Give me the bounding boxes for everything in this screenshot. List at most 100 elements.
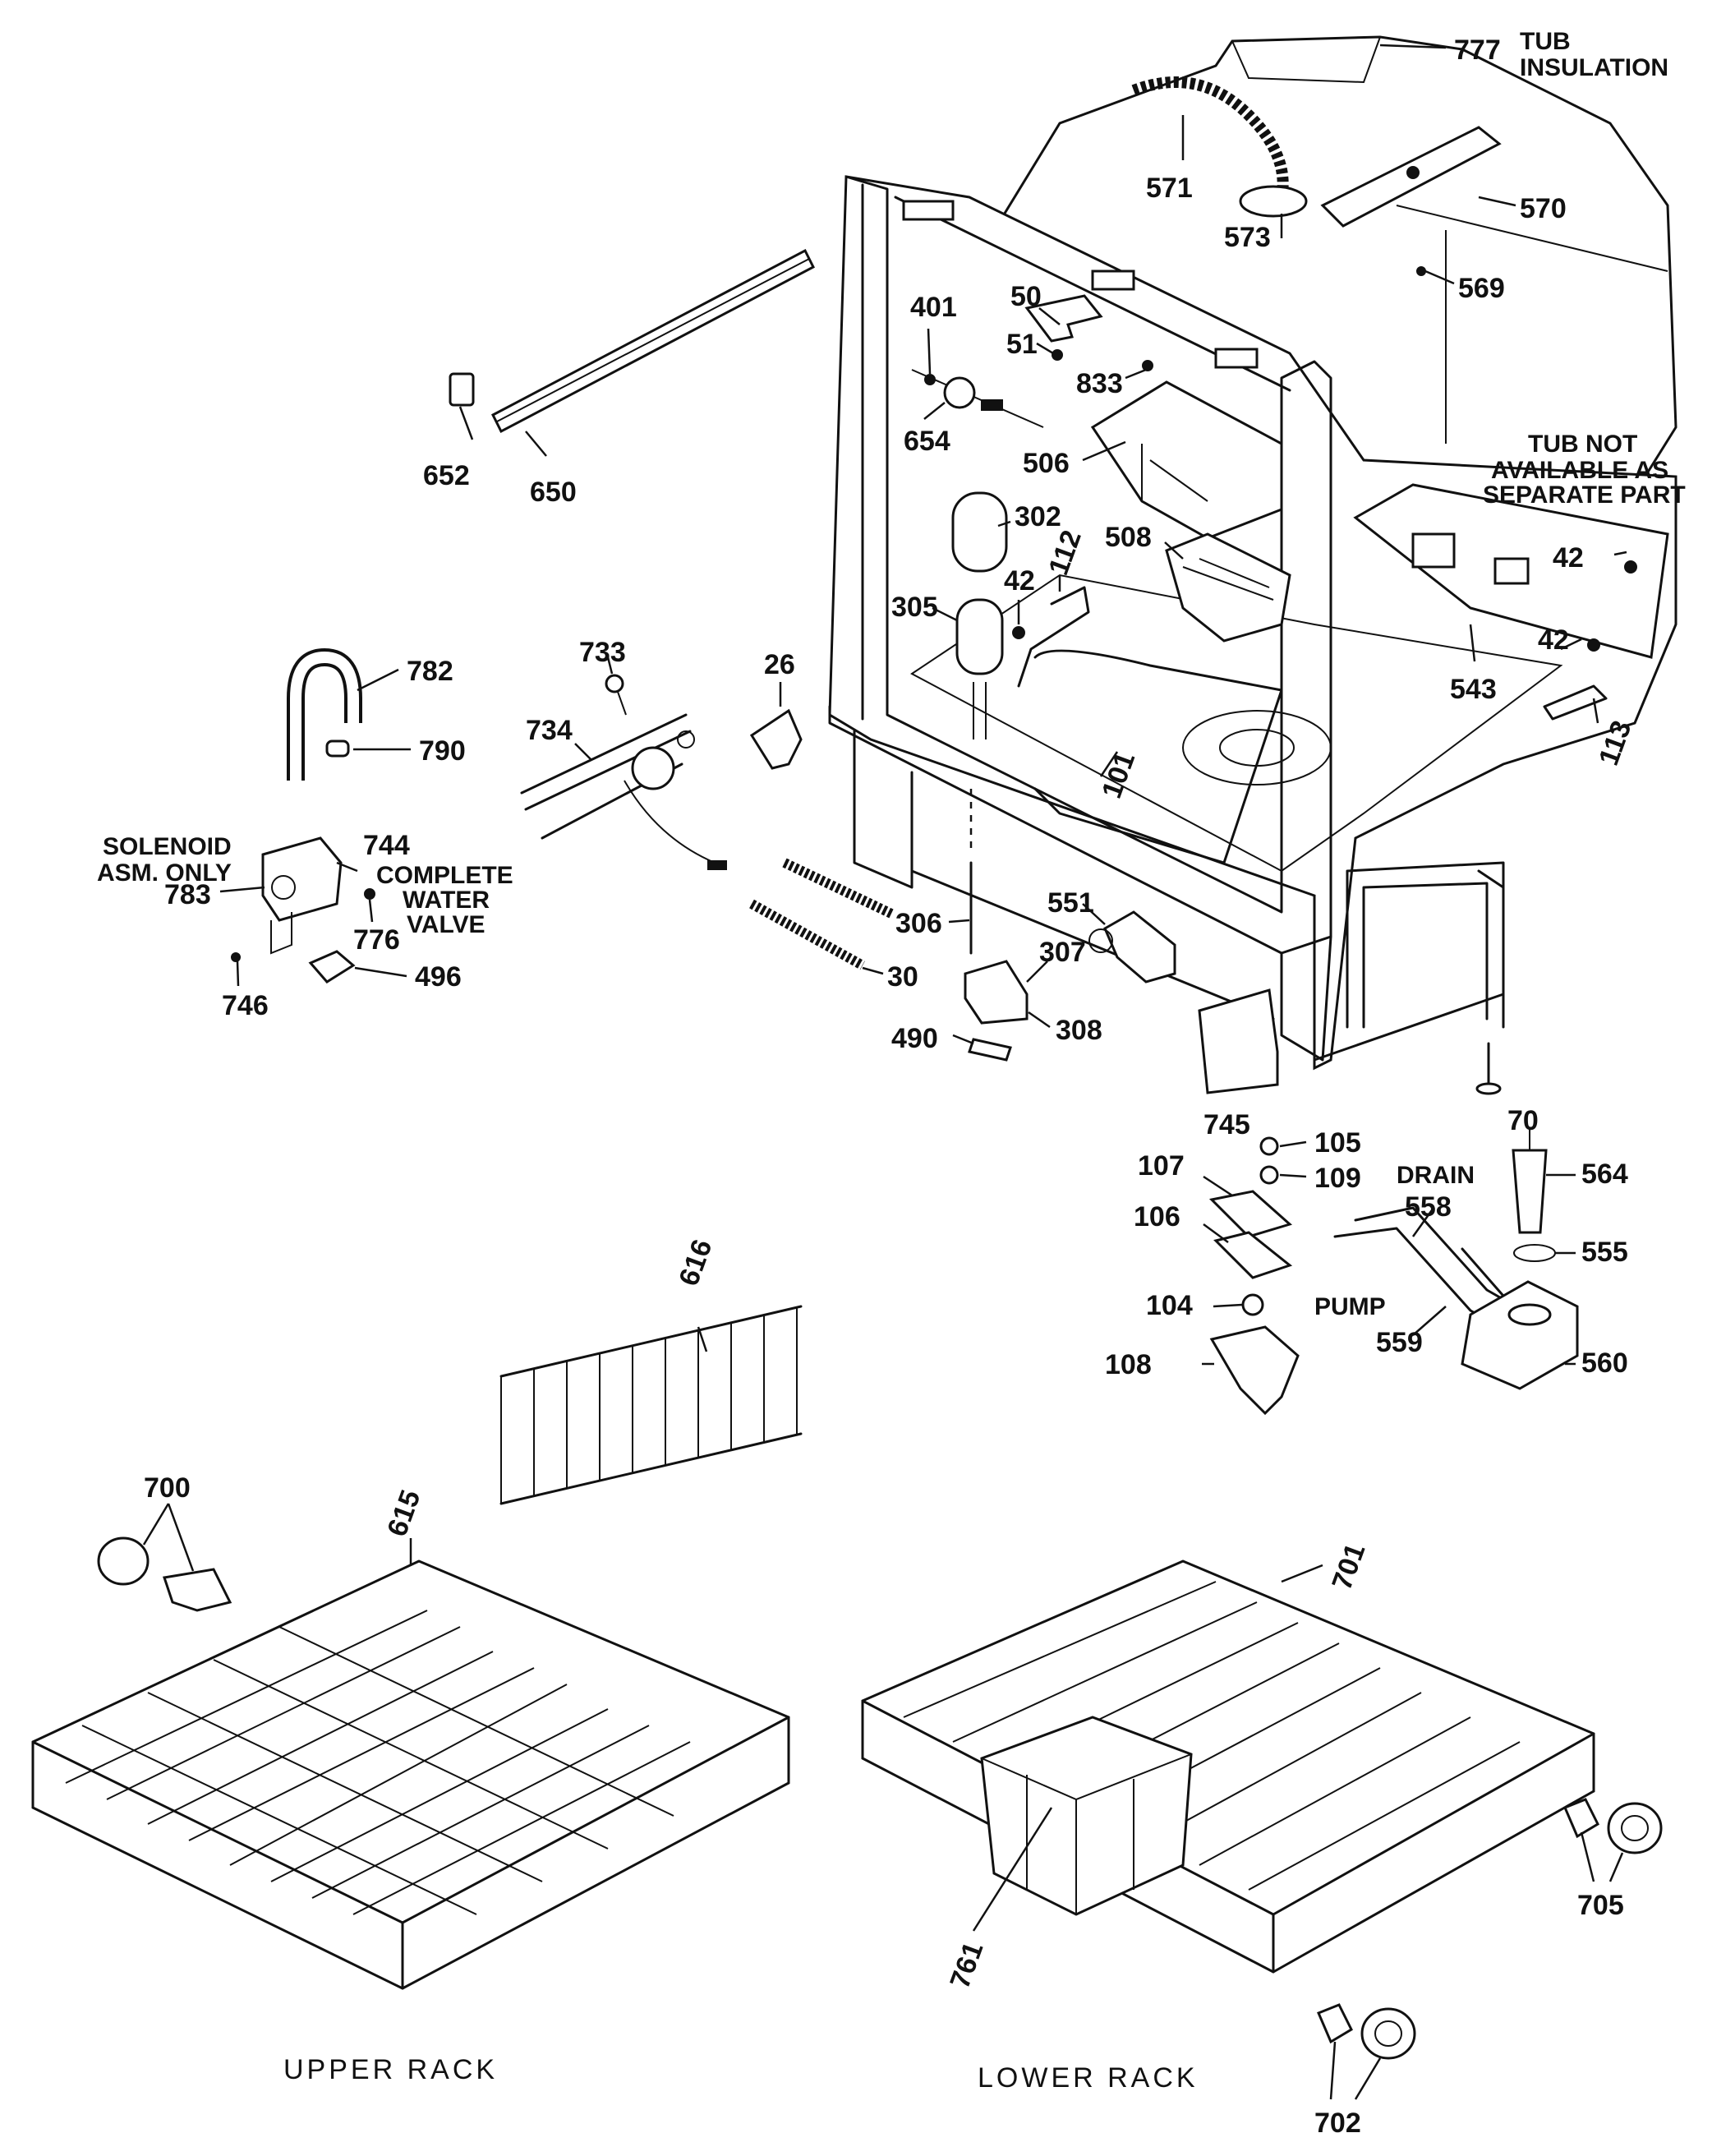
label-776: 776 bbox=[353, 924, 400, 956]
wire-connector bbox=[631, 746, 675, 790]
label-702: 702 bbox=[1314, 2108, 1361, 2139]
label-305: 305 bbox=[891, 592, 938, 623]
label-744: 744 bbox=[363, 830, 410, 861]
label-558: 558 bbox=[1405, 1191, 1452, 1223]
pump-base-560 bbox=[1461, 1280, 1579, 1390]
label-506: 506 bbox=[1023, 448, 1070, 479]
module-745 bbox=[1198, 988, 1279, 1094]
label-42b: 42 bbox=[1553, 542, 1584, 574]
label-tub-not-3: SEPARATE PART bbox=[1483, 481, 1686, 509]
label-734: 734 bbox=[526, 715, 573, 746]
label-106: 106 bbox=[1134, 1201, 1180, 1232]
label-50: 50 bbox=[1010, 281, 1042, 312]
label-pump: PUMP bbox=[1314, 1293, 1386, 1320]
latch-26 bbox=[749, 708, 803, 770]
label-tub-insulation-2: INSULATION bbox=[1520, 54, 1668, 81]
valve-bracket-496 bbox=[308, 950, 356, 984]
gasket-107 bbox=[1208, 1190, 1293, 1238]
label-complete-3: VALVE bbox=[407, 911, 486, 938]
leader-lines bbox=[142, 44, 1627, 2100]
solenoid-551 bbox=[1103, 910, 1176, 984]
rack-adjuster-knob bbox=[97, 1536, 150, 1586]
label-42c: 42 bbox=[1538, 624, 1569, 656]
label-302: 302 bbox=[1015, 501, 1061, 532]
rack-roller-705 bbox=[1607, 1802, 1663, 1854]
drain-hose-loop bbox=[1346, 861, 1505, 1029]
plate-106 bbox=[1213, 1231, 1293, 1279]
rinse-agent-basket bbox=[1165, 532, 1291, 643]
label-51: 51 bbox=[1006, 329, 1038, 360]
label-733: 733 bbox=[579, 637, 626, 668]
washer-105 bbox=[1259, 1136, 1279, 1156]
label-746: 746 bbox=[222, 990, 269, 1021]
label-308: 308 bbox=[1056, 1015, 1102, 1046]
label-upper-rack: UPPER RACK bbox=[283, 2054, 498, 2085]
part-labels: 777 TUB INSULATION 571 573 570 569 401 5… bbox=[97, 28, 1686, 2139]
label-tub-insulation-1: TUB bbox=[1520, 28, 1571, 55]
rack-roller-702-clip bbox=[1317, 2003, 1353, 2044]
heater-support-112 bbox=[1017, 586, 1090, 688]
label-833: 833 bbox=[1076, 368, 1123, 399]
label-551: 551 bbox=[1047, 887, 1094, 919]
label-705: 705 bbox=[1577, 1890, 1624, 1921]
rail-stop bbox=[449, 372, 475, 407]
label-559: 559 bbox=[1376, 1327, 1423, 1358]
label-496: 496 bbox=[415, 961, 462, 993]
tub-front-frame bbox=[828, 175, 1332, 955]
impeller-104 bbox=[1241, 1293, 1264, 1316]
rack-adjuster-clip bbox=[163, 1568, 232, 1612]
label-490: 490 bbox=[891, 1023, 938, 1054]
label-306: 306 bbox=[895, 908, 942, 939]
label-107: 107 bbox=[1138, 1150, 1185, 1182]
label-drain: DRAIN bbox=[1397, 1162, 1475, 1189]
float-cap bbox=[951, 491, 1008, 573]
label-654: 654 bbox=[904, 426, 950, 457]
o-ring-555 bbox=[1513, 1244, 1556, 1262]
silverware-basket bbox=[980, 1716, 1193, 1916]
label-complete-2: WATER bbox=[403, 887, 490, 914]
dispenser-knob bbox=[943, 376, 976, 409]
hose-clamp bbox=[325, 739, 350, 758]
vent-hose bbox=[1131, 76, 1289, 199]
label-782: 782 bbox=[407, 656, 453, 687]
label-569: 569 bbox=[1458, 273, 1505, 304]
label-652: 652 bbox=[423, 460, 470, 491]
label-650: 650 bbox=[530, 477, 577, 508]
label-783: 783 bbox=[164, 879, 211, 910]
door-spring-lower bbox=[749, 899, 865, 970]
label-777: 777 bbox=[1454, 35, 1501, 66]
label-616: 616 bbox=[673, 1236, 718, 1290]
tub-sump bbox=[1182, 710, 1332, 785]
part-490 bbox=[968, 1038, 1012, 1062]
heating-element bbox=[1033, 649, 1283, 864]
label-solenoid-1: SOLENOID bbox=[103, 833, 232, 860]
label-790: 790 bbox=[419, 735, 466, 767]
float bbox=[955, 598, 1004, 675]
label-lower-rack: LOWER RACK bbox=[978, 2062, 1199, 2094]
label-70: 70 bbox=[1507, 1105, 1539, 1136]
label-108: 108 bbox=[1105, 1349, 1152, 1380]
check-valve-564 bbox=[1512, 1149, 1548, 1234]
hinge-bracket bbox=[1024, 294, 1103, 343]
lower-rack-basket bbox=[861, 1559, 1595, 1974]
label-573: 573 bbox=[1224, 222, 1271, 253]
label-30: 30 bbox=[887, 961, 918, 993]
base-frame bbox=[853, 730, 1505, 1062]
label-42a: 42 bbox=[1004, 565, 1035, 597]
label-745: 745 bbox=[1203, 1109, 1250, 1140]
water-valve bbox=[261, 836, 343, 922]
label-701: 701 bbox=[1326, 1540, 1371, 1594]
tine-row-616 bbox=[499, 1305, 803, 1505]
label-555: 555 bbox=[1581, 1237, 1628, 1268]
label-109: 109 bbox=[1314, 1163, 1361, 1194]
rack-roller-705-clip bbox=[1563, 1798, 1599, 1839]
door-spring-upper bbox=[782, 858, 894, 919]
label-570: 570 bbox=[1520, 193, 1567, 224]
rack-roller-702 bbox=[1360, 2007, 1416, 2060]
label-solenoid-2: ASM. ONLY bbox=[97, 859, 232, 887]
label-564: 564 bbox=[1581, 1159, 1628, 1190]
switch-307 bbox=[964, 960, 1029, 1025]
label-401: 401 bbox=[910, 292, 957, 323]
label-761: 761 bbox=[944, 1938, 989, 1992]
